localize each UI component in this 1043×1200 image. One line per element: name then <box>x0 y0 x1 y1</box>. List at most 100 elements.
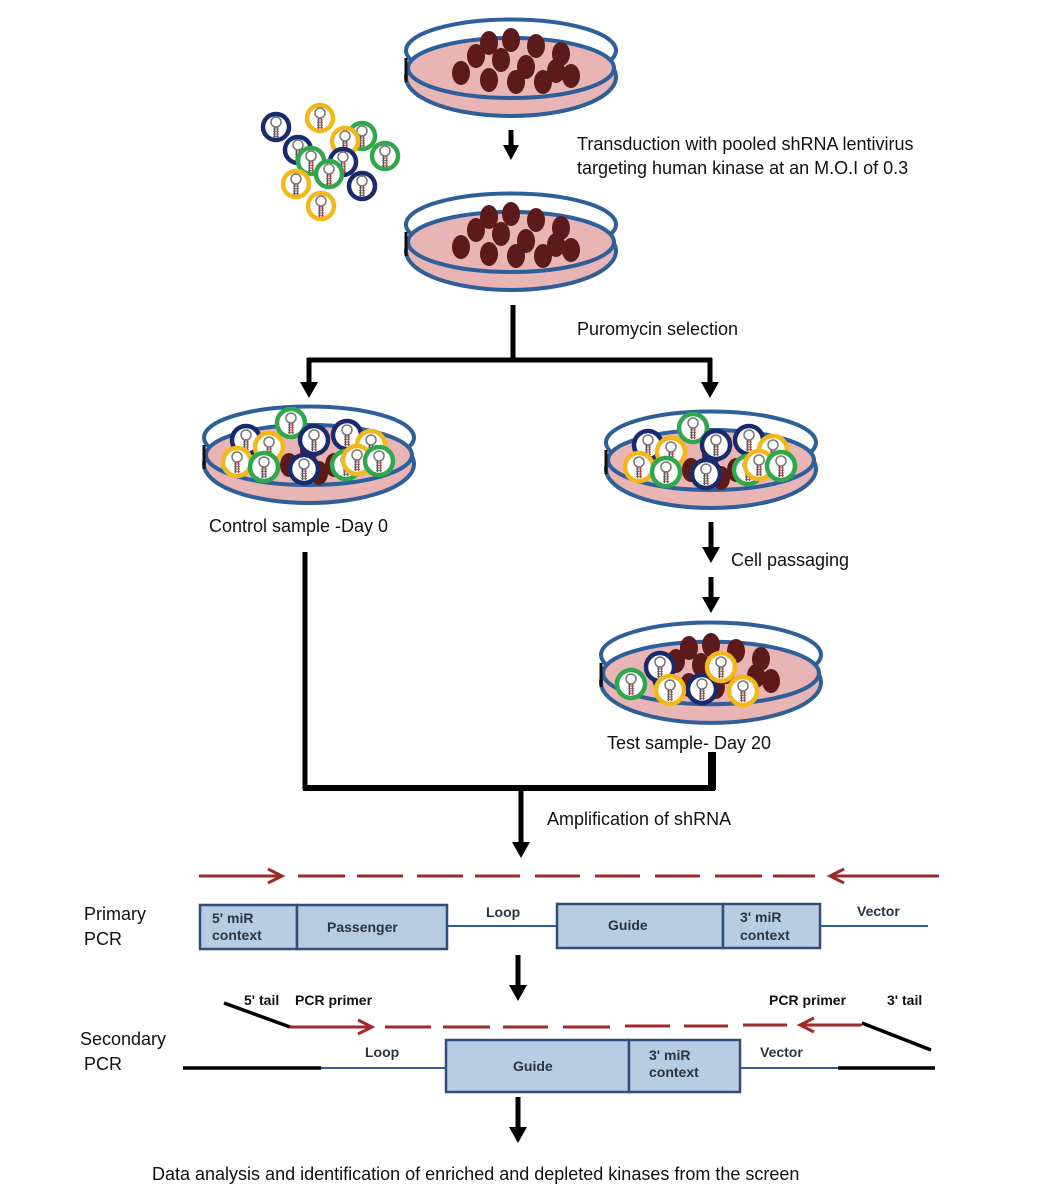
secondary-guide-label: Guide <box>513 1058 553 1074</box>
dish-transduced <box>404 191 618 292</box>
five-mir-context-box <box>198 903 299 951</box>
cell <box>527 208 545 232</box>
five-mir-label-line1: 5' miR <box>212 910 253 926</box>
cell <box>702 633 720 657</box>
cell <box>680 636 698 660</box>
arrowhead-split-left <box>300 382 318 398</box>
arrowhead-passaging-top <box>702 547 720 563</box>
cell <box>534 70 552 94</box>
shrna-virus-icon <box>362 444 396 478</box>
shrna-virus-icon <box>287 452 321 486</box>
shrna-virus-icon <box>726 674 760 708</box>
shrna-virus-icon <box>260 111 292 143</box>
transduction-label-line2: targeting human kinase at an M.O.I of 0.… <box>577 158 908 178</box>
shrna-virus-icon <box>305 190 337 222</box>
cell <box>527 34 545 58</box>
shrna-virus-icon <box>304 102 336 134</box>
cell <box>562 238 580 262</box>
cell <box>502 202 520 226</box>
three-mir-label-line1: 3' miR <box>740 909 781 925</box>
shrna-virus-icon <box>614 667 648 701</box>
arrowhead-split-right <box>701 382 719 398</box>
passenger-label: Passenger <box>327 919 398 935</box>
secondary-forward-primer-arrowhead <box>357 1018 376 1036</box>
secondary-three-mir-context-box <box>627 1038 742 1094</box>
virus-cluster <box>260 102 401 222</box>
secondary-primers <box>290 1016 862 1036</box>
cell <box>467 44 485 68</box>
secondary-pcr: Secondary PCR 5' tail <box>80 992 935 1094</box>
cell <box>502 28 520 52</box>
test-sample-label: Test sample- Day 20 <box>607 733 771 753</box>
dish-control-day0 <box>202 404 416 505</box>
secondary-loop-label: Loop <box>365 1044 399 1060</box>
passenger-box <box>295 903 449 951</box>
secondary-vector-label: Vector <box>760 1044 803 1060</box>
cell <box>467 218 485 242</box>
cell <box>452 235 470 259</box>
arrowhead-final <box>509 1127 527 1143</box>
shrna-virus-icon <box>649 455 683 489</box>
shrna-virus-icon <box>247 450 281 484</box>
cell <box>452 61 470 85</box>
shrna-virus-icon <box>704 650 738 684</box>
five-tail-label: 5' tail <box>244 992 279 1008</box>
cell <box>762 669 780 693</box>
shrna-virus-icon <box>220 445 254 479</box>
shrna-virus-icon <box>764 449 798 483</box>
primary-pcr-label-line1: Primary <box>84 904 146 924</box>
amplification-label: Amplification of shRNA <box>547 809 731 829</box>
dish-test-day20 <box>599 620 823 725</box>
reverse-primer-arrowhead <box>826 867 845 885</box>
shrna-virus-icon <box>297 423 331 457</box>
secondary-reverse-primer-arrowhead <box>796 1016 815 1034</box>
cell <box>480 242 498 266</box>
primary-pcr-label-line2: PCR <box>84 929 122 949</box>
secondary-pcr-label-line2: PCR <box>84 1054 122 1074</box>
arrowhead-amplification <box>512 842 530 858</box>
cell <box>517 229 535 253</box>
shrna-virus-icon <box>313 158 345 190</box>
pcr-primer-left-label: PCR primer <box>295 992 373 1008</box>
three-mir-context-box <box>721 902 822 950</box>
primary-pcr: Primary PCR <box>84 867 939 951</box>
shrna-virus-icon <box>280 168 312 200</box>
shrna-virus-icon <box>685 672 719 706</box>
shrna-virus-icon <box>622 450 656 484</box>
cell <box>492 222 510 246</box>
five-tail-line <box>223 1001 291 1029</box>
shrna-virus-icon <box>653 673 687 707</box>
shrna-virus-icon <box>689 457 723 491</box>
pcr-primer-right-label: PCR primer <box>769 992 847 1008</box>
selection-label: Puromycin selection <box>577 319 738 339</box>
arrowhead-transduction <box>503 145 519 160</box>
dish-test-pre <box>604 409 818 510</box>
guide-box <box>555 902 725 950</box>
three-mir-label-line2: context <box>740 927 790 943</box>
cell <box>562 64 580 88</box>
secondary-pcr-label-line1: Secondary <box>80 1029 166 1049</box>
primary-loop-label: Loop <box>486 904 520 920</box>
transduction-label-line1: Transduction with pooled shRNA lentiviru… <box>577 134 914 154</box>
shrna-virus-icon <box>346 170 378 202</box>
cell <box>534 244 552 268</box>
forward-primer-arrowhead <box>267 867 286 885</box>
cell <box>480 31 498 55</box>
secondary-guide-box <box>444 1038 631 1094</box>
cell <box>517 55 535 79</box>
arrowhead-primary-secondary <box>509 985 527 1001</box>
secondary-three-mir-label-line1: 3' miR <box>649 1047 690 1063</box>
guide-label: Guide <box>608 917 648 933</box>
five-mir-label-line2: context <box>212 927 262 943</box>
shrna-virus-icon <box>676 411 710 445</box>
cell <box>480 205 498 229</box>
shrna-virus-icon <box>699 428 733 462</box>
primary-vector-label: Vector <box>857 903 900 919</box>
three-tail-label: 3' tail <box>887 992 922 1008</box>
cell <box>492 48 510 72</box>
three-tail-line <box>861 1021 932 1052</box>
cell <box>552 216 570 240</box>
secondary-three-mir-label-line2: context <box>649 1064 699 1080</box>
dish-initial <box>404 17 618 118</box>
